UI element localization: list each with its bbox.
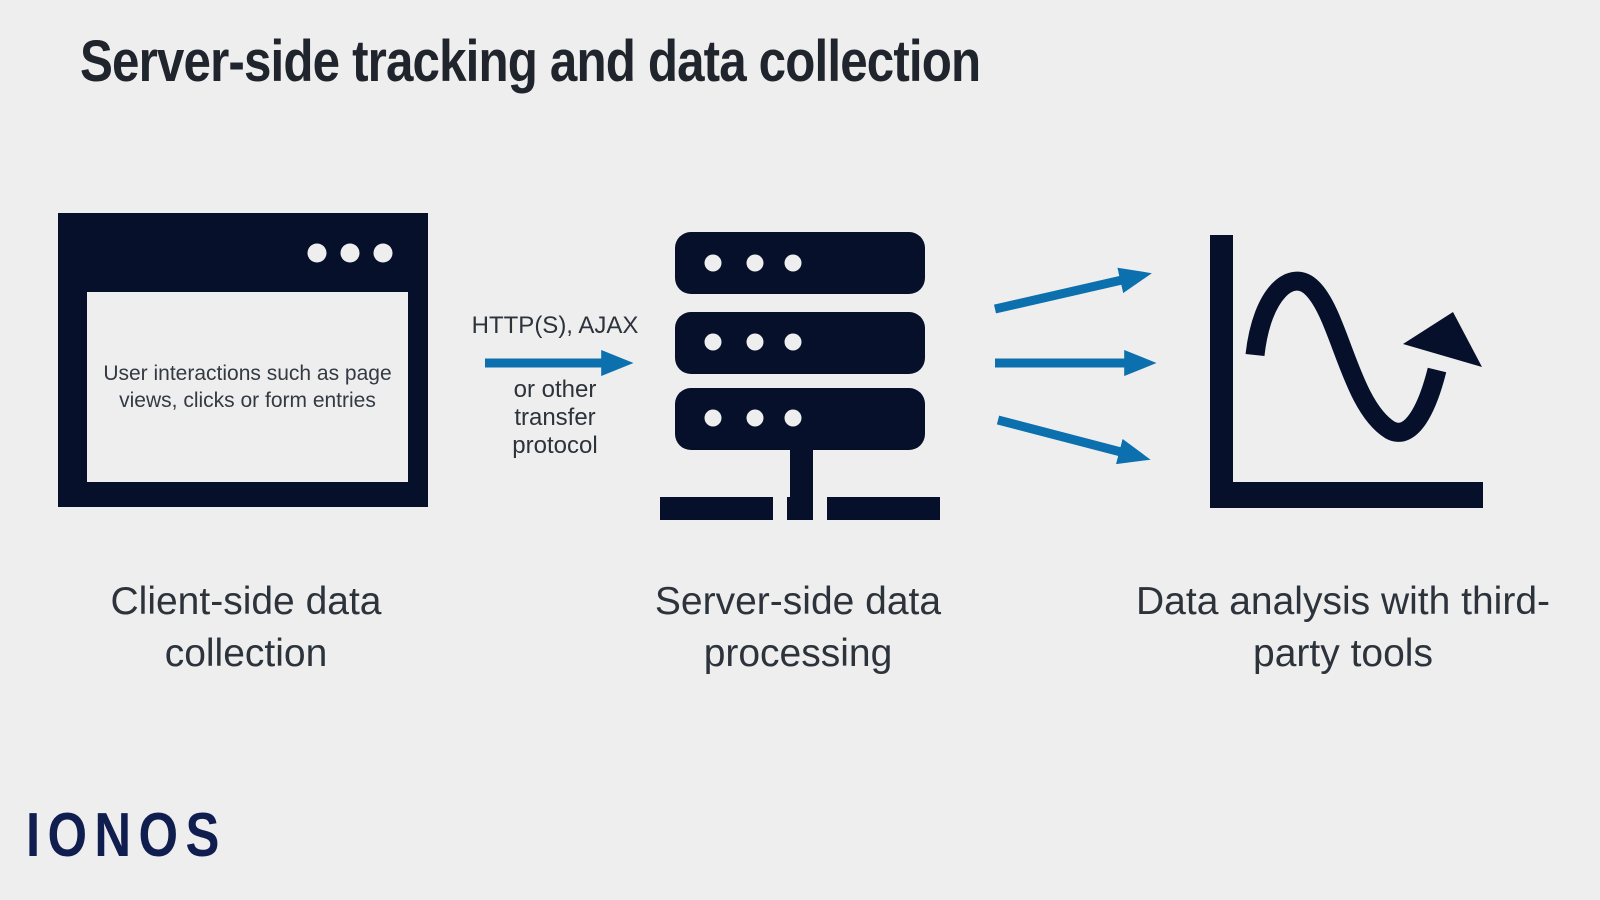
server-caption: Server-side data processing [654, 580, 942, 675]
chart-arrowhead [1403, 312, 1482, 367]
analysis-caption: Data analysis with third-party tools [1136, 580, 1550, 675]
server-units [660, 232, 940, 520]
page-title: Server-side tracking and data collection [80, 29, 981, 94]
ionos-logo: IONOS [26, 801, 227, 870]
browser-window-dots [307, 243, 393, 263]
chart-wave-line [1245, 271, 1447, 442]
fan-out-arrows-icon [993, 267, 1157, 465]
chart-icon [1210, 235, 1483, 508]
chart-y-axis [1210, 235, 1233, 508]
server-stack-icon [660, 232, 940, 520]
arrow-down-right [996, 415, 1151, 465]
client-window-note: User interactions such as page views, cl… [103, 361, 392, 412]
browser-viewport [87, 292, 408, 482]
browser-window-icon [58, 213, 428, 507]
protocol-label: HTTP(S), AJAX [471, 312, 639, 339]
chart-x-axis [1210, 482, 1483, 508]
server-unit-lights [704, 254, 802, 427]
transfer-arrow-icon [485, 349, 634, 377]
arrow-up-right [993, 267, 1152, 314]
client-caption: Client-side data collection [110, 580, 382, 675]
alternative-protocol-label: or other transfer protocol [512, 376, 598, 459]
